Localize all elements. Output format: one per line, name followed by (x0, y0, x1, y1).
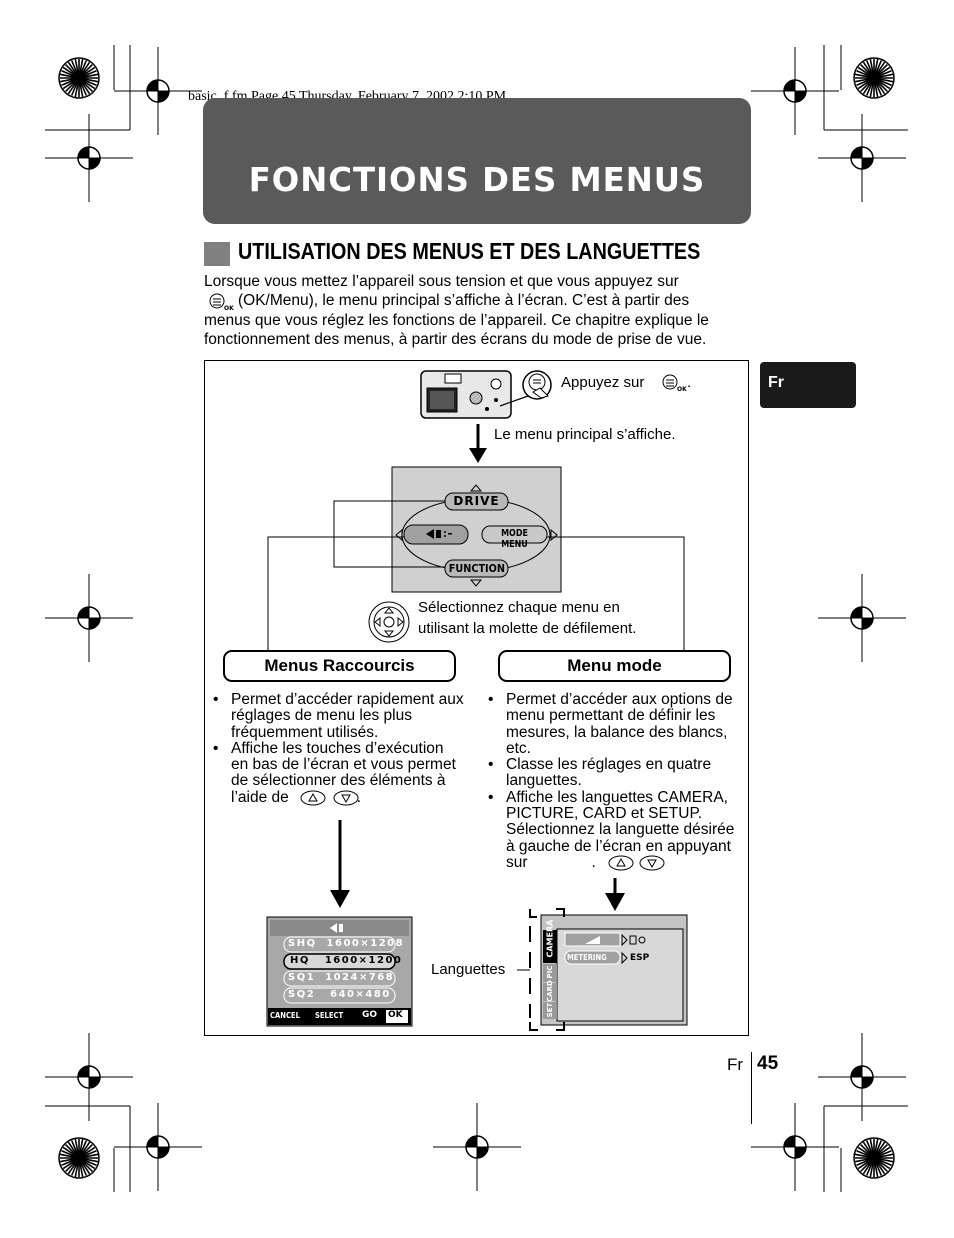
intro-line-3: menus que vous réglez les fonctions de l… (204, 312, 709, 329)
tab-pic: PIC (546, 965, 554, 979)
shortcut-bullets: Permet d’accéder rapidement aux réglages… (213, 691, 465, 806)
intro-line-2: (OK/Menu), le menu principal s’affiche à… (238, 292, 690, 309)
ok-menu-icon-2: OK (662, 374, 687, 393)
menu-drive: DRIVE (453, 494, 500, 508)
press-label: Appuyez sur (561, 374, 645, 391)
tab-set: SET (546, 1002, 554, 1018)
footer-go: GO (362, 1010, 378, 1020)
tabs-label: Languettes (431, 961, 506, 978)
quality-option-hq: HQ 1600×1200 (290, 955, 403, 966)
section-marker (204, 242, 230, 266)
main-menu-label: Le menu principal s’affiche. (494, 426, 676, 443)
footer-select: SELECT (315, 1011, 344, 1020)
intro-line-1: Lorsque vous mettez l’appareil sous tens… (204, 273, 679, 290)
footer-cancel: CANCEL (270, 1011, 300, 1020)
dial-icon (368, 601, 410, 643)
dial-instruction-2: utilisant la molette de défilement. (418, 620, 637, 637)
page-title: FONCTIONS DES MENUS (248, 160, 706, 199)
ok-menu-icon: OK (209, 293, 234, 312)
intro-line-4: fonctionnement des menus, à partir des é… (204, 331, 707, 348)
mode-bullets: Permet d’accéder aux options de menu per… (488, 691, 740, 871)
title-banner (203, 98, 751, 224)
tab-camera: CAMERA (545, 919, 555, 958)
mode-bullet-2: Classe les réglages en quatre languettes… (488, 757, 740, 790)
shortcut-bullet-end: . (356, 788, 362, 806)
footer-language: Fr (727, 1055, 744, 1074)
svg-text:OK: OK (224, 305, 234, 312)
language-tab: Fr (760, 362, 856, 408)
footer-ok: OK (388, 1010, 403, 1020)
mode-bullet-3: Affiche les languettes CAMERA, PICTURE, … (488, 788, 740, 871)
menu-mode-menu: MODE MENU (501, 528, 528, 550)
tab-card: CARD (546, 980, 554, 1002)
shortcut-menu-title: Menus Raccourcis (223, 650, 456, 682)
quality-option-shq: SHQ 1600×1208 (288, 938, 405, 949)
quality-option-sq2: SQ2 640×480 (288, 989, 391, 1000)
mode-menu-title: Menu mode (498, 650, 731, 682)
shortcut-bullet-2: Affiche les touches d’exécution en bas d… (213, 739, 465, 806)
page-number: 45 (757, 1053, 779, 1074)
mode-bullet-3-text: Affiche les languettes CAMERA, PICTURE, … (506, 788, 735, 871)
shortcut-bullet-1: Permet d’accéder rapidement aux réglages… (213, 691, 465, 741)
svg-text:OK: OK (677, 386, 687, 393)
menu-function: FUNCTION (448, 562, 506, 575)
mode-bullet-1: Permet d’accéder aux options de menu per… (488, 691, 740, 757)
dial-instruction-1: Sélectionnez chaque menu en (418, 599, 620, 616)
mode-bullet-end: . (591, 853, 596, 871)
quality-option-sq1: SQ1 1024×768 (288, 972, 395, 983)
press-period: . (687, 374, 692, 391)
camera-back-illustration (420, 370, 552, 419)
mode-metering: METERING (567, 953, 607, 962)
shortcut-bullet-2-text: Affiche les touches d’exécution en bas d… (231, 739, 456, 806)
mode-esp: ESP (630, 953, 650, 963)
footer-divider (751, 1052, 752, 1124)
diagram-frame (204, 360, 749, 1036)
language-tab-label: Fr (768, 374, 784, 391)
section-title: UTILISATION DES MENUS ET DES LANGUETTES (238, 238, 701, 264)
